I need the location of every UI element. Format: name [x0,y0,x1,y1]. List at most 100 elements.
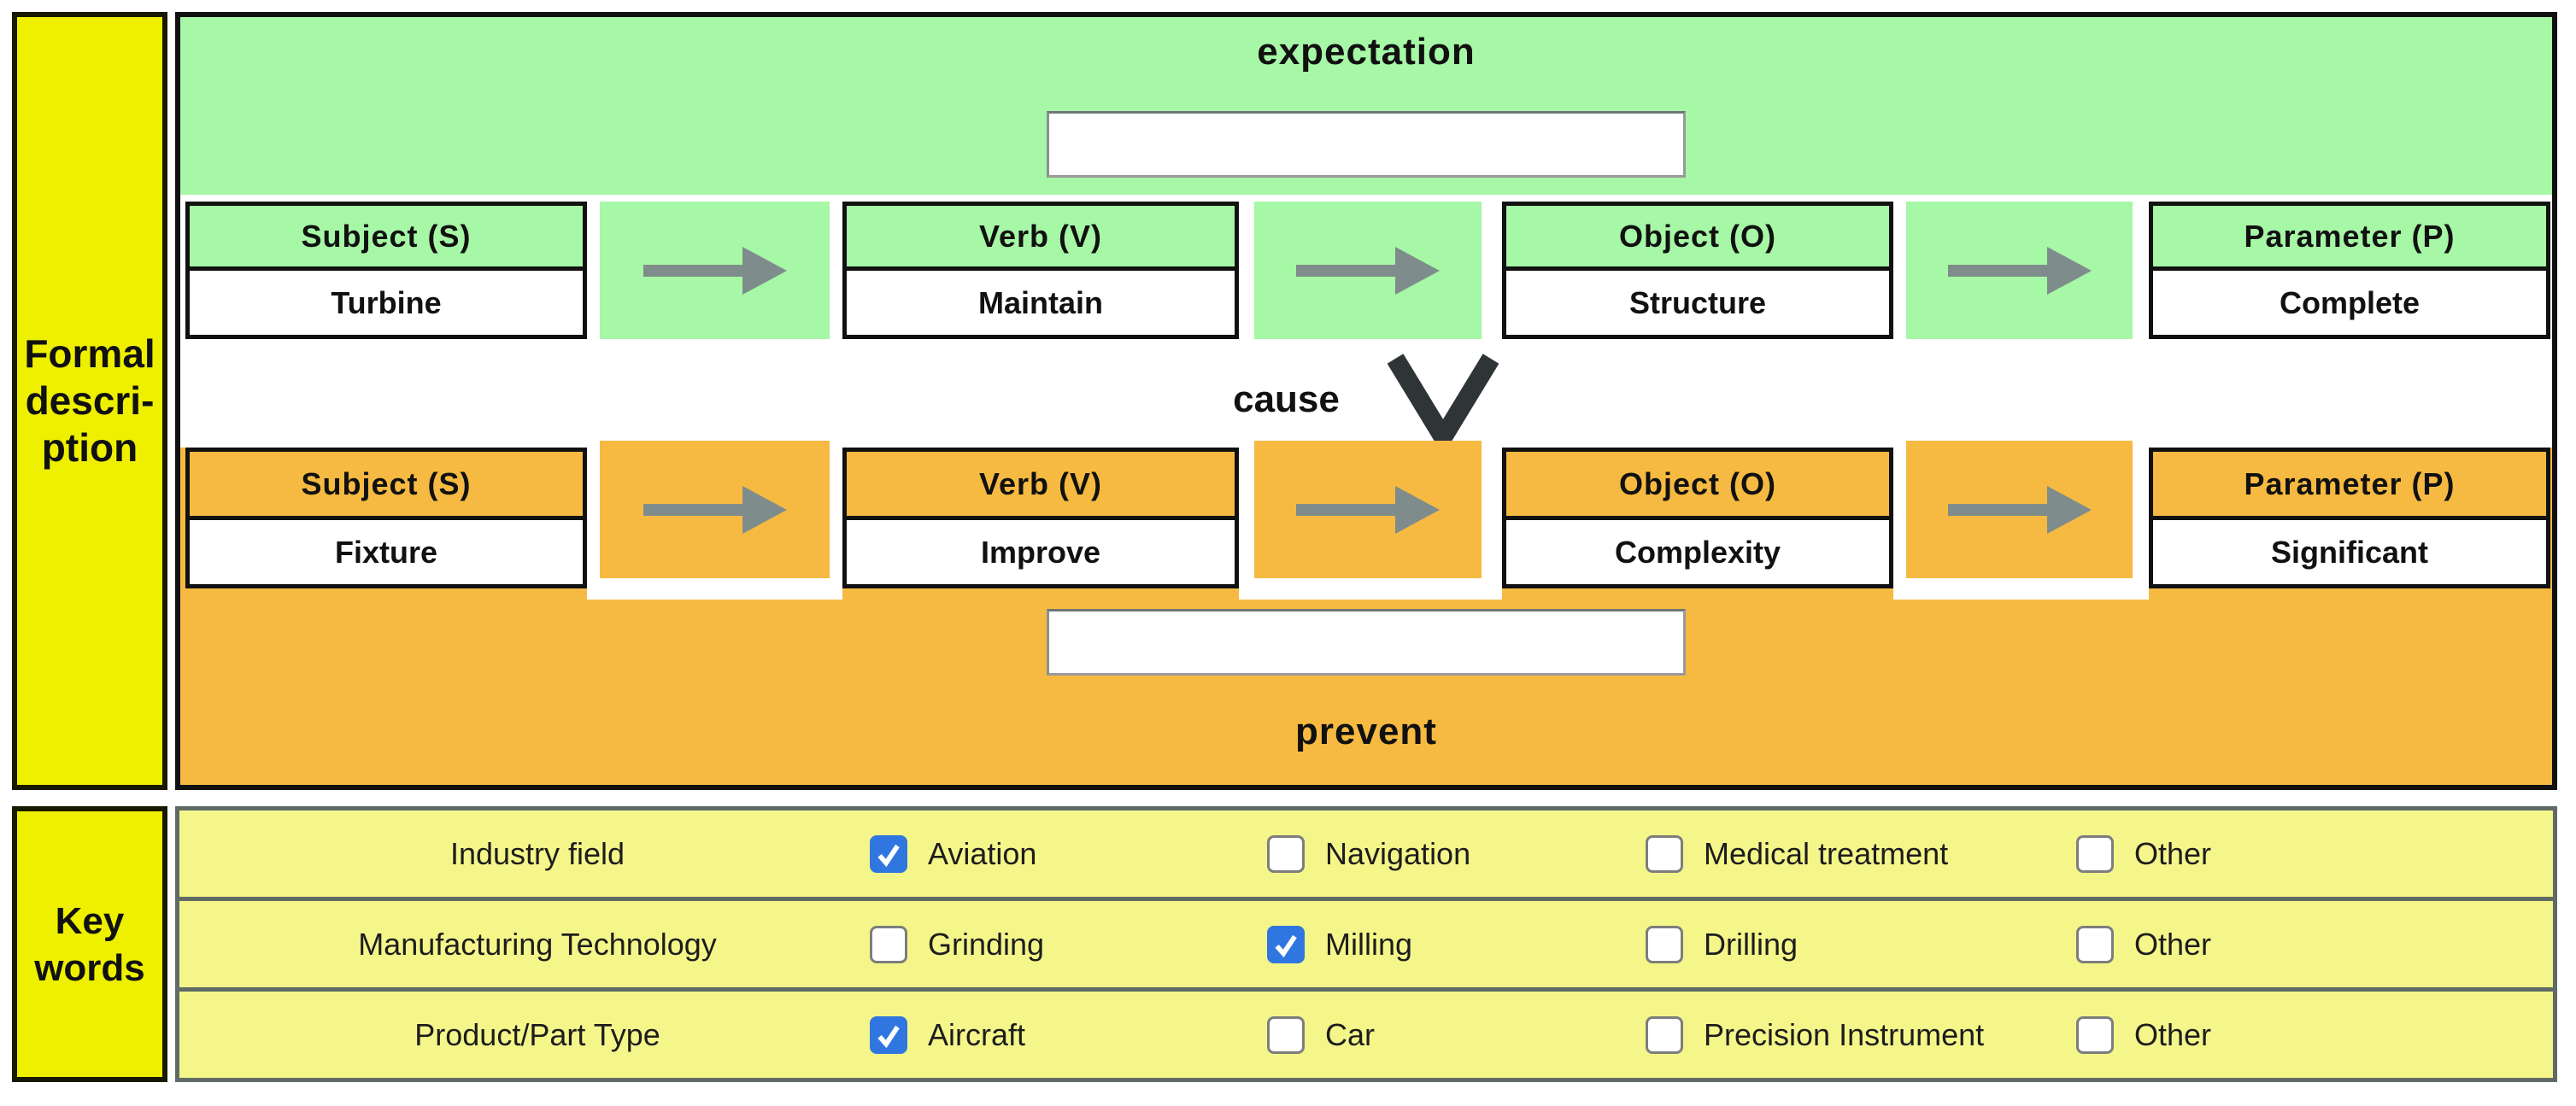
checkbox-label: Other [2134,1016,2212,1052]
checkbox-label: Grinding [928,926,1045,962]
keywords-row-label: Manufacturing Technology [358,926,717,962]
right-arrow-icon [643,246,787,295]
checkbox-label: Other [2134,926,2212,962]
svop-box-verb-expectation: Verb (V) Maintain [842,202,1239,339]
svop-box-parameter-expectation: Parameter (P) Complete [2149,202,2550,339]
checkbox-label: Aircraft [928,1016,1026,1052]
svop-box-value: Structure [1506,271,1889,335]
checkbox-precision-instrument[interactable] [1646,1015,1683,1054]
keyword-option: Aviation [870,834,1267,873]
svop-box-header: Object (O) [1506,206,1889,271]
keywords-row-label: Product/Part Type [414,1016,660,1052]
check-icon [1275,934,1297,957]
keywords-panel: Industry field Aviation Navigation Medic… [175,806,2557,1082]
checkbox-industry-other[interactable] [2076,834,2114,873]
checkbox-label: Medical treatment [1704,835,1949,871]
cause-label: cause [1233,378,1340,420]
cell-gap [830,448,842,578]
formal-description-panel: expectation Subject (S) Turbine Verb (V)… [175,12,2557,790]
svop-box-header: Verb (V) [847,452,1235,520]
prevent-title: prevent [1295,711,1437,752]
right-arrow-icon [1296,246,1440,295]
svop-box-value: Fixture [190,520,583,584]
check-icon [877,844,900,867]
cell-gap [1893,578,2149,600]
right-arrow-icon [1296,485,1440,534]
expectation-input[interactable] [1047,111,1686,178]
cell-gap [2133,448,2149,578]
expectation-title: expectation [1257,31,1476,73]
checkbox-label: Aviation [928,835,1037,871]
chevron-down-icon [1387,354,1499,448]
keyword-option: Medical treatment [1646,834,2076,873]
cell-gap [1239,578,1502,600]
cell-gap [587,448,600,578]
keyword-option: Other [2076,834,2551,873]
arrow-cell [1254,441,1482,578]
arrow-cell [1254,202,1482,339]
svop-box-value: Turbine [190,271,583,335]
svop-box-header: Verb (V) [847,206,1235,271]
checkbox-milling[interactable] [1267,925,1305,963]
checkbox-label: Milling [1325,926,1413,962]
arrow-cell [1906,202,2133,339]
cell-gap [1239,448,1254,578]
cell-gap [1893,448,1906,578]
checkbox-label: Navigation [1325,835,1471,871]
arrow-cell [600,202,830,339]
keywords-row-label: Industry field [449,835,625,871]
keyword-option: Aircraft [870,1015,1267,1054]
checkbox-medical-treatment[interactable] [1646,834,1683,873]
checkbox-label: Precision Instrument [1704,1016,1985,1052]
checkbox-product-other[interactable] [2076,1015,2114,1054]
arrow-cell [1906,441,2133,578]
checkbox-aviation[interactable] [870,834,907,873]
cause-row: cause [180,352,2552,448]
right-arrow-icon [643,485,787,534]
svop-box-parameter-prevent: Parameter (P) Significant [2149,448,2550,588]
svop-box-value: Complete [2153,271,2546,335]
keyword-option: Precision Instrument [1646,1015,2076,1054]
svop-box-value: Complexity [1506,520,1889,584]
keywords-row-industry-field: Industry field Aviation Navigation Medic… [179,810,2553,897]
checkbox-label: Drilling [1704,926,1799,962]
svop-box-header: Subject (S) [190,206,583,271]
checkbox-car[interactable] [1267,1015,1305,1054]
formal-description-side-label: Formal descri- ption [12,12,167,790]
keywords-side-label: Key words [12,806,167,1082]
checkbox-grinding[interactable] [870,925,907,963]
checkbox-navigation[interactable] [1267,834,1305,873]
svop-box-object-expectation: Object (O) Structure [1502,202,1893,339]
svop-box-subject-prevent: Subject (S) Fixture [185,448,587,588]
svop-box-header: Object (O) [1506,452,1889,520]
right-arrow-icon [1947,485,2092,534]
svop-box-value: Maintain [847,271,1235,335]
prevent-input[interactable] [1047,609,1686,676]
checkbox-label: Other [2134,835,2212,871]
svop-box-value: Significant [2153,520,2546,584]
svop-box-header: Parameter (P) [2153,206,2546,271]
keyword-option: Drilling [1646,925,2076,963]
svop-box-value: Improve [847,520,1235,584]
right-arrow-icon [1947,246,2092,295]
checkbox-drilling[interactable] [1646,925,1683,963]
keywords-row-manufacturing-technology: Manufacturing Technology Grinding Millin… [179,897,2553,987]
svop-box-object-prevent: Object (O) Complexity [1502,448,1893,588]
checkbox-aircraft[interactable] [870,1015,907,1054]
svop-box-verb-prevent: Verb (V) Improve [842,448,1239,588]
keyword-option: Other [2076,925,2551,963]
keyword-option: Grinding [870,925,1267,963]
arrow-cell [600,441,830,578]
svop-box-subject-expectation: Subject (S) Turbine [185,202,587,339]
svop-box-header: Parameter (P) [2153,452,2546,520]
svop-box-header: Subject (S) [190,452,583,520]
cell-gap [587,578,842,600]
keyword-option: Navigation [1267,834,1646,873]
cell-gap [1482,448,1502,578]
checkbox-label: Car [1325,1016,1376,1052]
checkbox-manufacturing-other[interactable] [2076,925,2114,963]
keyword-option: Milling [1267,925,1646,963]
keyword-option: Car [1267,1015,1646,1054]
keyword-option: Other [2076,1015,2551,1054]
